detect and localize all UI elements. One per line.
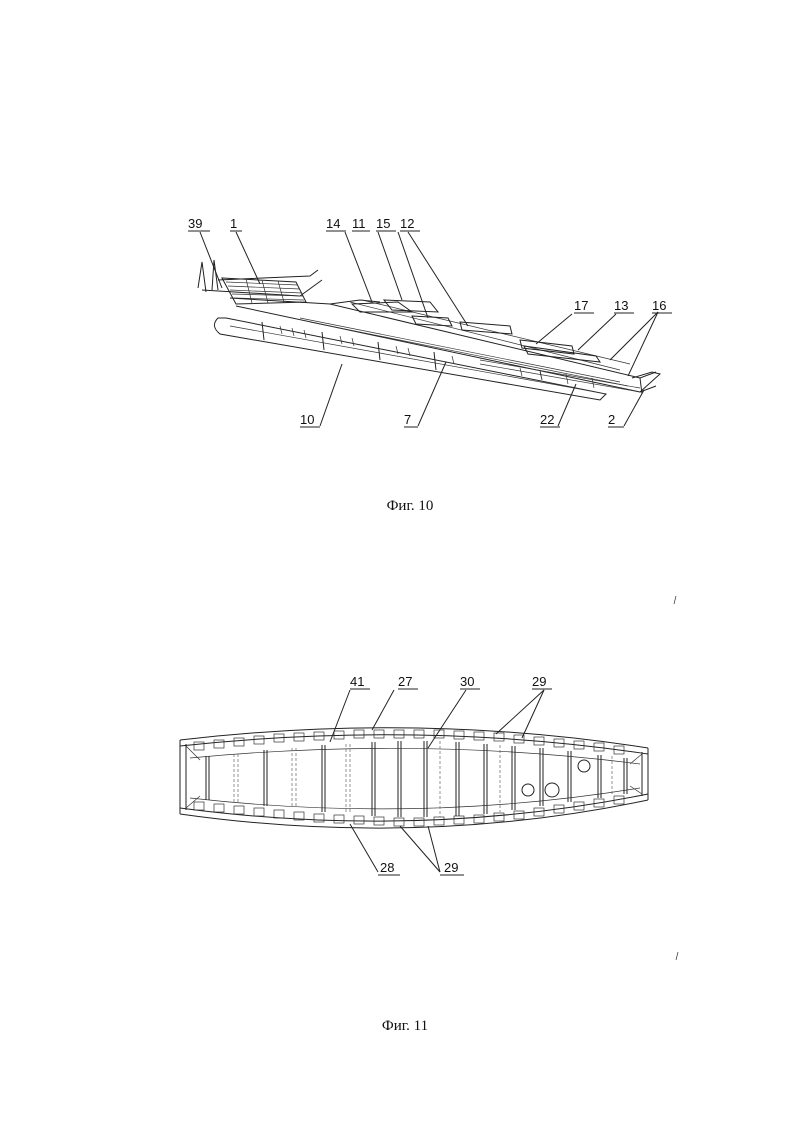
ref-label-29-bottom: 29	[444, 860, 458, 875]
figure-10-label-underlines	[188, 230, 672, 428]
dashed-ribs	[233, 741, 613, 817]
figure-10-drawing	[197, 231, 662, 427]
ref-label-41: 41	[350, 674, 364, 689]
ref-label-17: 17	[574, 298, 588, 313]
figure-11-drawing	[179, 689, 649, 873]
ref-label-29-top: 29	[532, 674, 546, 689]
ribs	[205, 741, 628, 817]
ref-label-10: 10	[300, 412, 314, 427]
ref-label-16: 16	[652, 298, 666, 313]
ref-label-27: 27	[398, 674, 412, 689]
scan-mark	[675, 951, 679, 961]
ref-label-28: 28	[380, 860, 394, 875]
figure-11-label-underlines	[350, 688, 552, 876]
ref-label-15: 15	[376, 216, 390, 231]
hole	[521, 783, 535, 797]
long-pod	[214, 317, 608, 401]
hole	[577, 759, 591, 773]
ref-label-22: 22	[540, 412, 554, 427]
figure-11-caption: Фиг. 11	[382, 1018, 428, 1034]
lower-stringers	[193, 795, 625, 827]
ref-label-39: 39	[188, 216, 202, 231]
ref-label-12: 12	[400, 216, 414, 231]
ref-label-30: 30	[460, 674, 474, 689]
ref-label-2: 2	[608, 412, 615, 427]
hole	[544, 782, 560, 798]
upper-stringers	[193, 729, 625, 755]
ref-label-14: 14	[326, 216, 340, 231]
ref-label-11: 11	[352, 216, 366, 231]
hatched-panel	[221, 277, 307, 305]
ref-label-1: 1	[230, 216, 237, 231]
figure-10-caption: Фиг. 10	[387, 498, 434, 514]
ref-label-7: 7	[404, 412, 411, 427]
scan-mark	[673, 595, 677, 605]
ref-label-13: 13	[614, 298, 628, 313]
